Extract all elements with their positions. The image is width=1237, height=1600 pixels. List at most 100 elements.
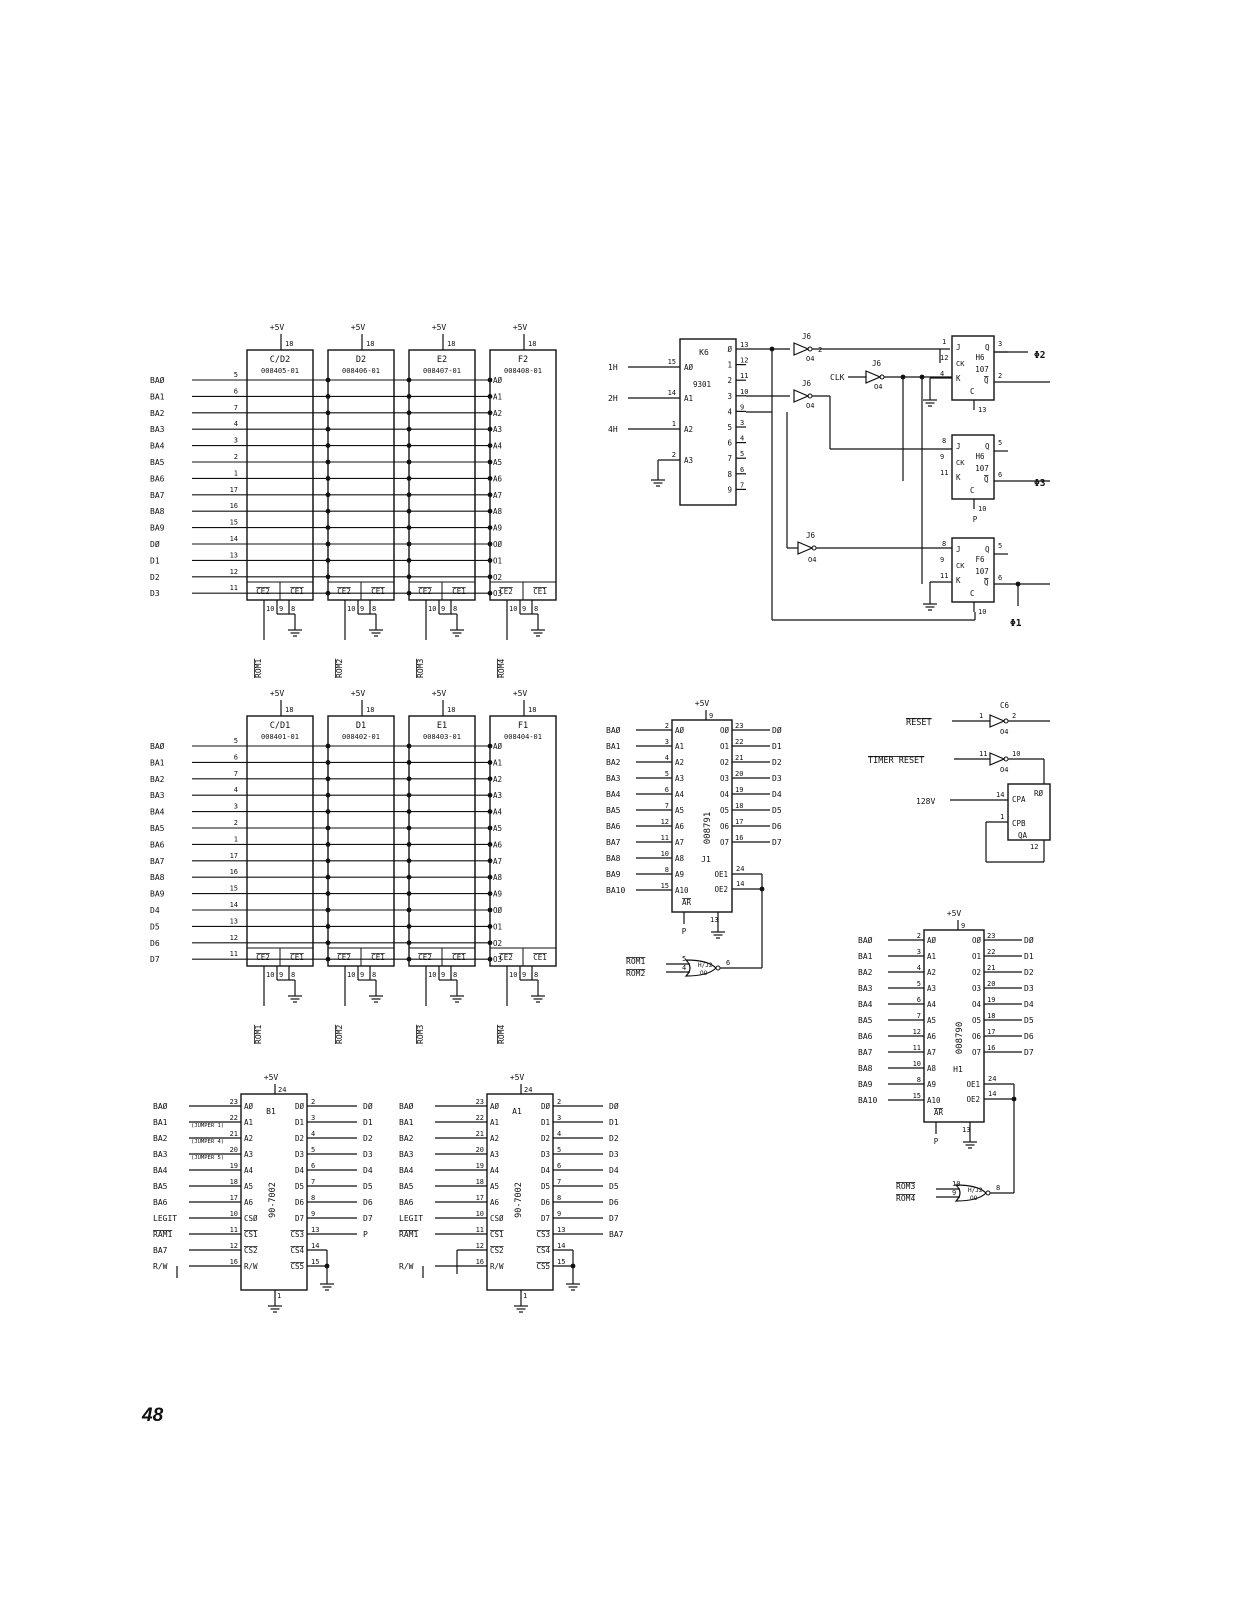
pin-number: 18 xyxy=(735,802,743,810)
pin-number: 13 xyxy=(230,917,238,925)
ff-pin-label: K xyxy=(956,576,961,585)
junction-dot xyxy=(406,760,412,765)
pin-number: 10 xyxy=(1012,750,1020,758)
chip-pin-label: 1 xyxy=(727,361,732,370)
pin-number: 20 xyxy=(476,1146,484,1154)
vcc-label: +5V xyxy=(351,323,366,332)
chip-pin-label: 5 xyxy=(727,423,732,432)
pin-number: 4 xyxy=(740,435,744,443)
pin-number: 19 xyxy=(476,1162,484,1170)
bus-signal-label: BA1 xyxy=(150,392,165,401)
pin-number: 8 xyxy=(372,971,376,979)
vcc-label: +5V xyxy=(513,689,528,698)
pin-number: 14 xyxy=(996,791,1004,799)
chip-pin-label: A4 xyxy=(490,1166,500,1175)
junction-dot xyxy=(325,574,331,580)
counter-pin-label: QA xyxy=(1018,831,1028,840)
junction-dot xyxy=(406,809,412,814)
rom-chip-body xyxy=(923,929,985,1123)
chip-pin-label: D2 xyxy=(295,1134,304,1143)
pin-number: 17 xyxy=(987,1028,995,1036)
pin-number: 7 xyxy=(234,770,238,778)
pin-number: 1 xyxy=(979,712,983,720)
vcc-label: +5V xyxy=(510,1073,525,1082)
ram-output-label: D6 xyxy=(609,1198,619,1207)
gate-type: O4 xyxy=(808,556,816,564)
chip-ref: H6 xyxy=(975,353,985,362)
chip-pin-label: A9 xyxy=(493,524,502,533)
pin-number: 23 xyxy=(735,722,743,730)
chip-ref: E2 xyxy=(437,355,447,365)
chip-pin-label: A2 xyxy=(493,775,502,784)
pin-number: 9 xyxy=(940,556,944,564)
ce2-pin: CE2 xyxy=(256,953,270,962)
chip-ref: K6 xyxy=(699,348,709,357)
pin-number: 4 xyxy=(234,786,238,794)
pin-number: 1 xyxy=(942,338,946,346)
oe-pin-label: OE1 xyxy=(714,870,728,879)
pin-number: 6 xyxy=(998,471,1002,479)
junction-dot xyxy=(406,476,412,481)
chip-pin-label: D6 xyxy=(541,1198,551,1207)
pin-number: 21 xyxy=(735,754,743,762)
chip-pin-label: A3 xyxy=(684,456,693,465)
pin-number: 5 xyxy=(665,770,669,778)
pin-number: 4 xyxy=(234,420,238,428)
pin-number: 7 xyxy=(311,1178,315,1186)
chip-pin-label: O2 xyxy=(493,939,502,948)
chip-pin-label: O2 xyxy=(493,573,502,582)
page-number: 48 xyxy=(142,1405,164,1426)
ram-input-label: LEGIT xyxy=(153,1214,177,1223)
bus-signal-label: BA2 xyxy=(150,409,165,418)
pin-number: 15 xyxy=(230,519,238,527)
chip-pin-label: CS4 xyxy=(290,1246,304,1255)
pin-number: 10 xyxy=(952,1180,960,1188)
vcc-label: +5V xyxy=(432,323,447,332)
chip-pin-label: DØ xyxy=(295,1102,305,1111)
junction-dot xyxy=(325,459,331,465)
address-line-label: BA1 xyxy=(606,742,621,751)
chip-pin-label: AØ xyxy=(684,363,694,372)
junction-dot xyxy=(406,590,412,596)
chip-pin-label: A1 xyxy=(493,758,502,767)
chip-pin-label: A2 xyxy=(684,425,693,434)
timer-reset-inverter xyxy=(989,752,1006,766)
chip-pin-label: A3 xyxy=(675,774,684,783)
pin-number: 5 xyxy=(998,542,1002,550)
chip-pin-label: A6 xyxy=(493,840,503,849)
chip-pin-label: CSØ xyxy=(490,1214,504,1223)
chip-pin-label: A3 xyxy=(490,1150,499,1159)
ram-input-label: BA3 xyxy=(399,1150,414,1159)
pin-number: 21 xyxy=(987,964,995,972)
ce1-pin: CE1 xyxy=(533,587,547,596)
ram-output-label: DØ xyxy=(609,1101,619,1111)
chip-pin-label: A3 xyxy=(493,791,502,800)
pin-number: 9 xyxy=(709,712,713,720)
chip-pin-label: 6 xyxy=(727,439,732,448)
chip-part-number: 008401-01 xyxy=(261,733,299,741)
pin-number: 14 xyxy=(557,1242,565,1250)
pin-number: 2 xyxy=(998,372,1002,380)
gate-ref: J6 xyxy=(806,531,816,540)
junction-dot xyxy=(325,792,331,798)
junction-dot xyxy=(487,858,493,864)
chip-pin-label: AØ xyxy=(244,1102,254,1111)
bus-signal-label: BA4 xyxy=(150,442,165,451)
oe-pin-label: OE1 xyxy=(966,1080,980,1089)
ram-input-label: BA2 xyxy=(153,1134,168,1143)
address-line-label: BA10 xyxy=(858,1096,877,1105)
chip-pin-label: AØ xyxy=(493,742,503,751)
bus-signal-label: BA3 xyxy=(150,425,165,434)
pin-number: 22 xyxy=(230,1114,238,1122)
ram-output-label: D2 xyxy=(609,1134,619,1143)
chip-pin-label: AØ xyxy=(493,376,503,385)
junction-dot xyxy=(406,443,412,448)
decoder-chip-body xyxy=(679,338,737,506)
pin-number: 6 xyxy=(557,1162,561,1170)
chip-pin-label: A6 xyxy=(493,474,503,483)
pin-number: 3 xyxy=(665,738,669,746)
pin-number: 2 xyxy=(672,451,676,459)
phase-output-label: Φ3 xyxy=(1034,478,1046,489)
